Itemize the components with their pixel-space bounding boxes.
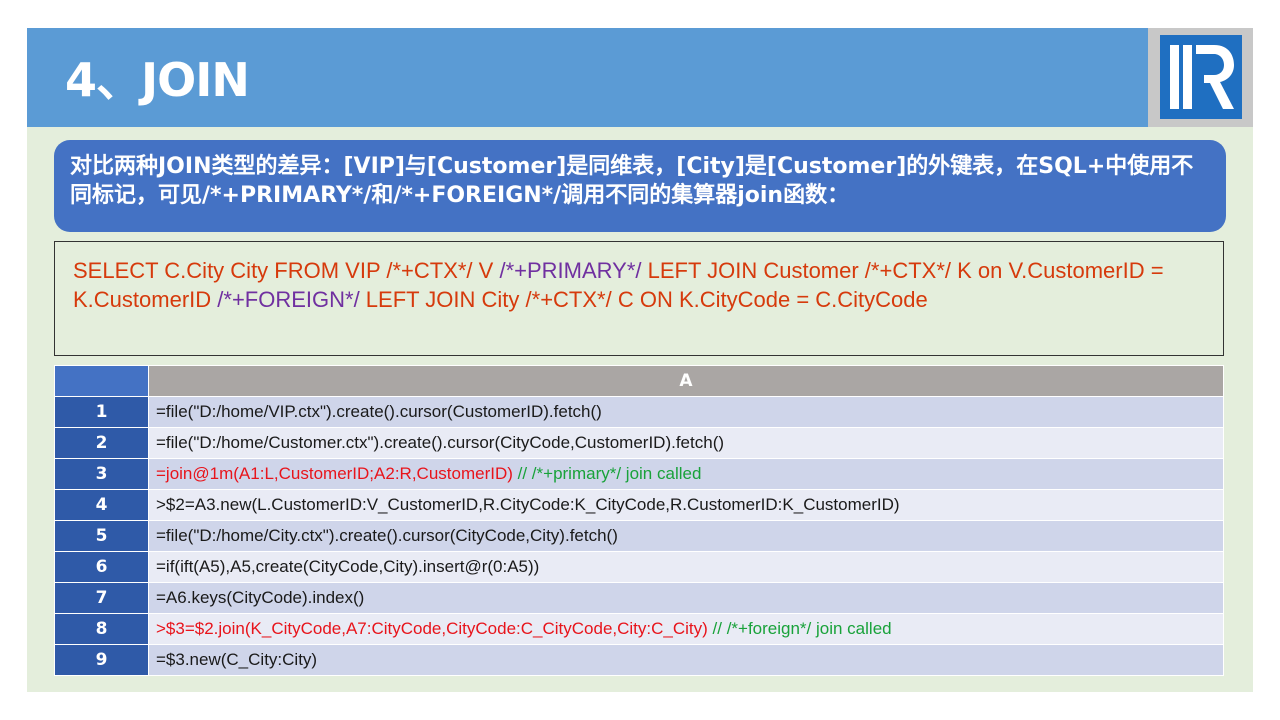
code-cell[interactable]: =file("D:/home/VIP.ctx").create().cursor… bbox=[148, 396, 1224, 428]
sql-part-2: LEFT JOIN Customer /*+CTX*/ K on V.Custo… bbox=[73, 258, 1164, 312]
code-cell[interactable]: =if(ift(A5),A5,create(CityCode,City).ins… bbox=[148, 551, 1224, 583]
cell-comment: // /*+primary*/ join called bbox=[512, 464, 702, 483]
cell-code: =$3.new(C_City:City) bbox=[156, 650, 318, 669]
row-number[interactable]: 8 bbox=[54, 613, 149, 645]
cell-code: =if(ift(A5),A5,create(CityCode,City).ins… bbox=[156, 557, 540, 576]
description-box: 对比两种JOIN类型的差异：[VIP]与[Customer]是同维表，[City… bbox=[54, 140, 1226, 232]
title-bar: 4、JOIN bbox=[27, 28, 1148, 127]
sql-statement-box: SELECT C.City City FROM VIP /*+CTX*/ V /… bbox=[54, 241, 1224, 356]
R-logo-icon bbox=[1160, 35, 1242, 119]
row-number[interactable]: 5 bbox=[54, 520, 149, 552]
cell-code: =file("D:/home/VIP.ctx").create().cursor… bbox=[156, 402, 602, 421]
row-number[interactable]: 4 bbox=[54, 489, 149, 521]
grid-row: 1 =file("D:/home/VIP.ctx").create().curs… bbox=[54, 396, 1224, 428]
code-cell[interactable]: =A6.keys(CityCode).index() bbox=[148, 582, 1224, 614]
sql-primary-hint: /*+PRIMARY*/ bbox=[499, 258, 642, 283]
code-cell[interactable]: =join@1m(A1:L,CustomerID;A2:R,CustomerID… bbox=[148, 458, 1224, 490]
grid-row: 5 =file("D:/home/City.ctx").create().cur… bbox=[54, 520, 1224, 552]
code-cell[interactable]: >$2=A3.new(L.CustomerID:V_CustomerID,R.C… bbox=[148, 489, 1224, 521]
code-cell[interactable]: =file("D:/home/Customer.ctx").create().c… bbox=[148, 427, 1224, 459]
row-number[interactable]: 3 bbox=[54, 458, 149, 490]
grid-header-row: A bbox=[54, 365, 1224, 397]
code-cell[interactable]: >$3=$2.join(K_CityCode,A7:CityCode,CityC… bbox=[148, 613, 1224, 645]
grid-row: 9 =$3.new(C_City:City) bbox=[54, 644, 1224, 676]
row-number[interactable]: 6 bbox=[54, 551, 149, 583]
cell-code: >$3=$2.join(K_CityCode,A7:CityCode,CityC… bbox=[156, 619, 708, 638]
sql-foreign-hint: /*+FOREIGN*/ bbox=[217, 287, 360, 312]
cell-code: =file("D:/home/City.ctx").create().curso… bbox=[156, 526, 618, 545]
row-number[interactable]: 1 bbox=[54, 396, 149, 428]
code-grid: A 1 =file("D:/home/VIP.ctx").create().cu… bbox=[54, 365, 1224, 676]
code-cell[interactable]: =$3.new(C_City:City) bbox=[148, 644, 1224, 676]
grid-row: 6 =if(ift(A5),A5,create(CityCode,City).i… bbox=[54, 551, 1224, 583]
sql-part-1: SELECT C.City City FROM VIP /*+CTX*/ V bbox=[73, 258, 500, 283]
description-text: 对比两种JOIN类型的差异：[VIP]与[Customer]是同维表，[City… bbox=[70, 154, 1194, 208]
cell-code: =join@1m(A1:L,CustomerID;A2:R,CustomerID… bbox=[156, 464, 513, 483]
row-number[interactable]: 9 bbox=[54, 644, 149, 676]
page-title: 4、JOIN bbox=[65, 53, 250, 107]
row-number[interactable]: 2 bbox=[54, 427, 149, 459]
logo-area bbox=[1148, 28, 1253, 127]
cell-comment: // /*+foreign*/ join called bbox=[707, 619, 892, 638]
code-cell[interactable]: =file("D:/home/City.ctx").create().curso… bbox=[148, 520, 1224, 552]
grid-row: 4 >$2=A3.new(L.CustomerID:V_CustomerID,R… bbox=[54, 489, 1224, 521]
cell-code: =file("D:/home/Customer.ctx").create().c… bbox=[156, 433, 725, 452]
cell-code: =A6.keys(CityCode).index() bbox=[156, 588, 365, 607]
grid-row: 2 =file("D:/home/Customer.ctx").create()… bbox=[54, 427, 1224, 459]
grid-row: 8 >$3=$2.join(K_CityCode,A7:CityCode,Cit… bbox=[54, 613, 1224, 645]
grid-row: 7 =A6.keys(CityCode).index() bbox=[54, 582, 1224, 614]
grid-row: 3 =join@1m(A1:L,CustomerID;A2:R,Customer… bbox=[54, 458, 1224, 490]
sql-part-3: LEFT JOIN City /*+CTX*/ C ON K.CityCode … bbox=[359, 287, 928, 312]
cell-code: >$2=A3.new(L.CustomerID:V_CustomerID,R.C… bbox=[156, 495, 900, 514]
row-number[interactable]: 7 bbox=[54, 582, 149, 614]
grid-corner[interactable] bbox=[54, 365, 149, 397]
column-header-a[interactable]: A bbox=[148, 365, 1224, 397]
